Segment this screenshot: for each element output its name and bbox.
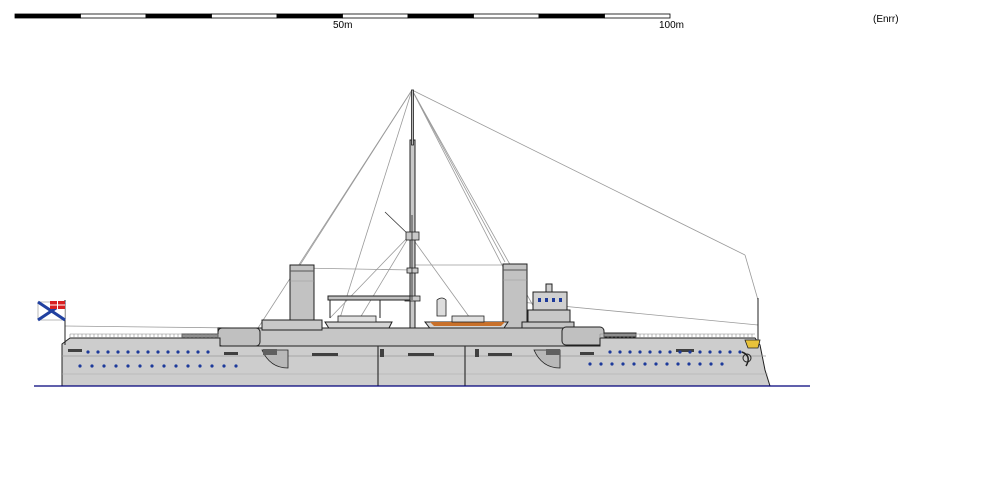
porthole [720,362,724,366]
porthole [206,350,210,354]
porthole [126,350,130,354]
scale-segment [473,13,540,19]
secondary-guns [224,349,694,357]
porthole [618,350,622,354]
porthole [665,362,669,366]
porthole [648,350,652,354]
main-mast [404,89,421,341]
scale-label-100m: 100m [659,20,685,31]
porthole [102,364,106,368]
porthole [186,350,190,354]
porthole [728,350,732,354]
porthole [668,350,672,354]
porthole [698,350,702,354]
scale-bar [14,13,671,19]
boat-crane [327,295,411,318]
porthole [146,350,150,354]
porthole [116,350,120,354]
porthole [632,362,636,366]
porthole [78,364,82,368]
porthole [621,362,625,366]
porthole [198,364,202,368]
porthole [654,362,658,366]
porthole [588,362,592,366]
porthole [156,350,160,354]
porthole [90,364,94,368]
porthole [166,350,170,354]
porthole [196,350,200,354]
scale-segment [145,13,212,19]
porthole [96,350,100,354]
porthole [222,364,226,368]
porthole [176,350,180,354]
porthole [106,350,110,354]
scale-segment [211,13,278,19]
scale-segment [407,13,474,19]
porthole [136,350,140,354]
porthole [638,350,642,354]
portholes [78,350,742,368]
scale-label-50m: 50m [333,20,353,31]
scale-segment [80,13,147,19]
scale-segment [14,13,81,19]
porthole [86,350,90,354]
scale-segment [604,13,671,19]
porthole [174,364,178,368]
porthole [234,364,238,368]
porthole [628,350,632,354]
porthole [210,364,214,368]
porthole [708,350,712,354]
scale-segment [342,13,409,19]
porthole [138,364,142,368]
porthole [610,362,614,366]
porthole [126,364,130,368]
porthole [738,350,742,354]
porthole [698,362,702,366]
porthole [718,350,722,354]
porthole [643,362,647,366]
porthole [658,350,662,354]
bow-details [741,298,761,367]
porthole [608,350,612,354]
porthole [150,364,154,368]
porthole [186,364,190,368]
porthole [599,362,603,366]
porthole [709,362,713,366]
deck-railing [69,333,755,338]
porthole [676,362,680,366]
naval-ensign-flag [37,300,66,345]
porthole [688,350,692,354]
scale-segment [276,13,343,19]
porthole [162,364,166,368]
credit-label: (Enrr) [873,14,899,25]
porthole [687,362,691,366]
scale-segment [538,13,605,19]
boats [324,297,509,332]
porthole [114,364,118,368]
porthole [678,350,682,354]
stern-fittings [68,349,82,352]
